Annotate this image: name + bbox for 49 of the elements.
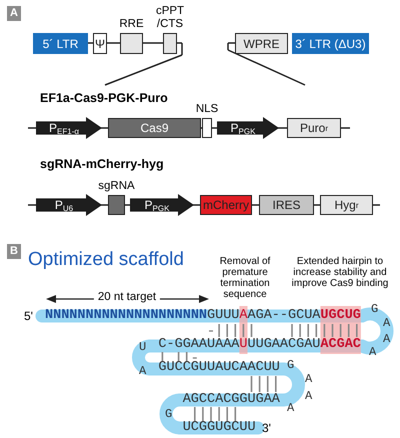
dimension-label: 20 nt target: [94, 292, 160, 304]
strand-end-label: 5': [24, 310, 33, 322]
loop-base: A: [369, 346, 376, 358]
loop-base: A: [139, 365, 146, 377]
loop-base: A: [305, 373, 312, 385]
sequence-text: U: [239, 338, 248, 352]
loop-base: G: [165, 408, 172, 420]
sequence-text: UUGAACGAU: [248, 338, 320, 352]
panel-title: Optimized scaffold: [28, 250, 184, 269]
loop-base: A: [305, 390, 312, 402]
sequence-text: ACGAC: [320, 338, 361, 352]
panel-label: A: [7, 6, 21, 21]
sequence-text: GUUU: [207, 309, 240, 322]
promoter-element: P$_{PGK}$: [130, 194, 194, 216]
element-label: NLS: [194, 103, 220, 116]
panel-label: B: [7, 244, 21, 259]
sequence-text: C-GGAAUAAA: [158, 338, 240, 352]
sequence-text: UGCUG: [320, 309, 361, 322]
gene-box: Hyg$^{r}$: [320, 195, 373, 215]
gene-box: mCherry: [200, 195, 252, 215]
element-label: cPPT /CTS: [154, 5, 186, 31]
construct-name: EF1a-Cas9-PGK-Puro: [40, 92, 168, 104]
sequence-text: AGA--GCUA: [248, 309, 320, 322]
gene-box: Cas9: [108, 118, 201, 138]
annotation-text: Extended hairpin to increase stability and improve Cas9 binding: [290, 256, 390, 289]
loop-base: A: [383, 317, 390, 329]
sequence-text: AGCCACGGUGAA: [182, 393, 280, 406]
loop-base: A: [287, 402, 294, 414]
sequence-text: GUCCGUUAUCAACUU: [158, 361, 280, 374]
promoter-element: P$_{EF1-α}$: [36, 117, 102, 139]
annotation-text: Removal of premature termination sequence: [218, 256, 272, 300]
gene-box: IRES: [259, 195, 314, 215]
loop-base: U: [139, 341, 146, 353]
target-sequence: NNNNNNNNNNNNNNNNNNNN: [45, 309, 208, 322]
ltr-box: 3´ LTR (ΔU3): [292, 33, 369, 54]
promoter-element: P$_{U6}$: [36, 194, 102, 216]
sequence-text: UCGGUGCUU: [182, 421, 256, 434]
loop-base: G: [287, 359, 294, 371]
element-box: WPRE: [235, 33, 288, 54]
loop-base: G: [371, 303, 378, 315]
loop-base: A: [383, 333, 390, 345]
gene-box: Puro$^{r}$: [287, 118, 341, 138]
psi-box: Ψ: [93, 33, 107, 54]
construct-name: sgRNA-mCherry-hyg: [40, 158, 164, 170]
strand-end-label: 3': [262, 422, 271, 434]
element-label: sgRNA: [97, 180, 136, 193]
sequence-text: A: [239, 309, 248, 322]
promoter-element: P$_{PGK}$: [217, 117, 279, 139]
ltr-box: 5´ LTR: [33, 33, 88, 54]
